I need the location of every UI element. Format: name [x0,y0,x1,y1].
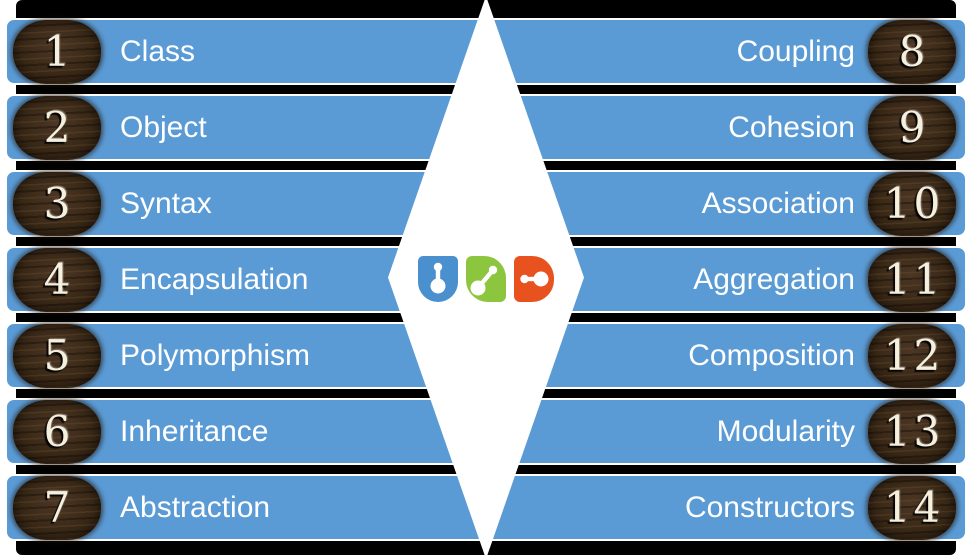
number-badge: 7 [13,475,101,540]
leaf-link-icon [466,256,506,302]
concept-label: Modularity [716,414,855,448]
concept-label: Constructors [684,490,855,524]
number-badge: 13 [868,399,956,464]
concept-bar: 6 Inheritance Modularity 13 [5,398,967,465]
number-badge: 4 [13,247,101,312]
concept-label: Composition [688,338,855,372]
number-badge: 3 [13,171,101,236]
concept-bar: 5 Polymorphism Composition 12 [5,322,967,389]
concept-label: Association [701,186,855,220]
badge-number: 10 [883,178,944,228]
badge-number: 1 [43,26,74,76]
badge-number: 7 [43,482,74,532]
badge-number: 4 [43,254,74,304]
concept-bar: 7 Abstraction Constructors 14 [5,474,967,541]
badge-number: 8 [898,26,929,76]
badge-number: 6 [43,406,74,456]
badge-number: 3 [43,178,74,228]
concept-label: Abstraction [120,490,271,524]
concept-bar: 1 Class Coupling 8 [5,18,967,85]
concept-label: Syntax [120,186,212,220]
number-badge: 1 [13,19,101,84]
badge-number: 13 [883,406,944,456]
number-badge: 6 [13,399,101,464]
concept-bar: 2 Object Cohesion 9 [5,94,967,161]
d-link-icon [514,256,554,302]
badge-number: 12 [883,330,944,380]
concept-label: Coupling [736,34,855,68]
badge-number: 5 [43,330,74,380]
number-badge: 2 [13,95,101,160]
number-badge: 11 [868,247,956,312]
number-badge: 10 [868,171,956,236]
concept-label: Encapsulation [120,262,309,296]
number-badge: 8 [868,19,956,84]
concept-label: Aggregation [693,262,855,296]
concept-label: Class [120,34,196,68]
center-logo [418,256,554,302]
number-badge: 12 [868,323,956,388]
concept-bar: 3 Syntax Association 10 [5,170,967,237]
number-badge: 14 [868,475,956,540]
number-badge: 5 [13,323,101,388]
concept-label: Cohesion [728,110,855,144]
concept-label: Polymorphism [120,338,311,372]
shield-node-icon [418,256,458,302]
badge-number: 11 [883,254,944,304]
badge-number: 9 [898,102,929,152]
badge-number: 14 [883,482,944,532]
number-badge: 9 [868,95,956,160]
badge-number: 2 [43,102,74,152]
concept-label: Object [120,110,207,144]
concept-label: Inheritance [120,414,269,448]
